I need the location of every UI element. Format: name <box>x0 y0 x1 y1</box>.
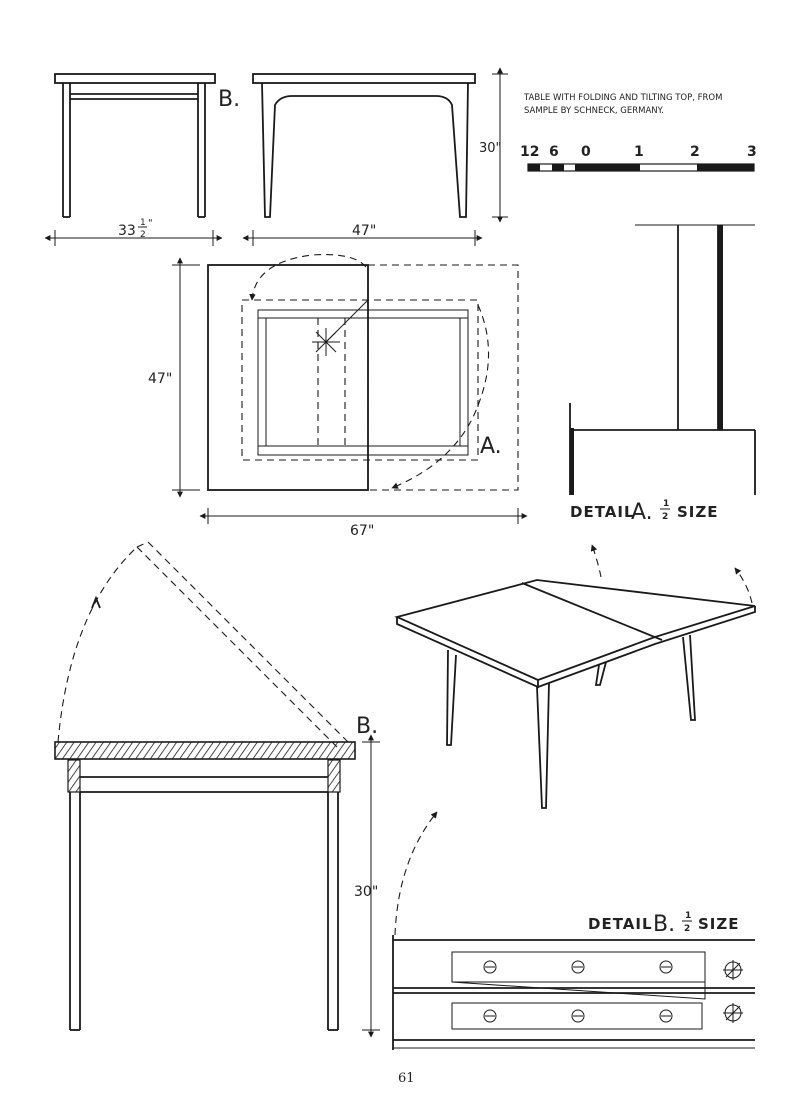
side-elevation-view: 30" 47" <box>242 67 508 246</box>
detail-b-fraction-num: 1 <box>685 911 691 921</box>
section-tag: B. <box>356 714 378 739</box>
plan-depth-label: 47" <box>148 371 172 387</box>
end-width-inch-mark: " <box>148 218 153 229</box>
detail-b-prefix: DETAIL <box>588 915 653 933</box>
plan-tag: A. <box>480 434 502 459</box>
detail-a-letter: A. <box>631 500 653 525</box>
end-view-tag: B. <box>218 87 240 112</box>
perspective-view <box>394 544 756 809</box>
detail-b-fraction-den: 2 <box>684 924 690 934</box>
detail-a-fraction-num: 1 <box>663 499 669 509</box>
end-width-fraction-num: 1 <box>140 218 146 228</box>
end-width-fraction-den: 2 <box>140 230 146 240</box>
scale-label-1: 1 <box>634 144 644 160</box>
caption-block: TABLE WITH FOLDING AND TILTING TOP, FROM… <box>523 93 722 116</box>
side-length-label: 47" <box>352 223 376 239</box>
scale-label-3: 3 <box>747 144 757 160</box>
scale-label-0: 0 <box>581 144 591 160</box>
scale-label-12: 12 <box>520 144 539 160</box>
caption-line-1: TABLE WITH FOLDING AND TILTING TOP, FROM <box>523 93 722 103</box>
detail-a-fraction-den: 2 <box>662 512 668 522</box>
detail-b-view: DETAIL B. 1 2 SIZE <box>392 811 755 1050</box>
detail-a-view: DETAIL A. 1 2 SIZE <box>569 224 756 525</box>
scale-bar: 12 6 0 1 2 3 <box>520 144 757 172</box>
plan-view: A. 47" 67" <box>148 254 528 539</box>
end-elevation-view: B. 33 1 2 " <box>44 73 240 246</box>
end-width-label: 33 <box>118 223 136 239</box>
section-height-label: 30" <box>354 884 378 900</box>
page-number: 61 <box>398 1071 415 1086</box>
scale-label-6: 6 <box>549 144 559 160</box>
side-height-label: 30" <box>479 141 502 156</box>
detail-b-suffix: SIZE <box>698 915 740 933</box>
detail-a-suffix: SIZE <box>677 503 719 521</box>
caption-line-2: SAMPLE BY SCHNECK, GERMANY. <box>524 106 664 116</box>
tilt-section-view: B. 30" <box>54 541 380 1038</box>
plan-width-label: 67" <box>350 523 374 539</box>
detail-b-letter: B. <box>653 912 675 937</box>
detail-a-prefix: DETAIL <box>570 503 635 521</box>
scale-label-2: 2 <box>690 144 700 160</box>
